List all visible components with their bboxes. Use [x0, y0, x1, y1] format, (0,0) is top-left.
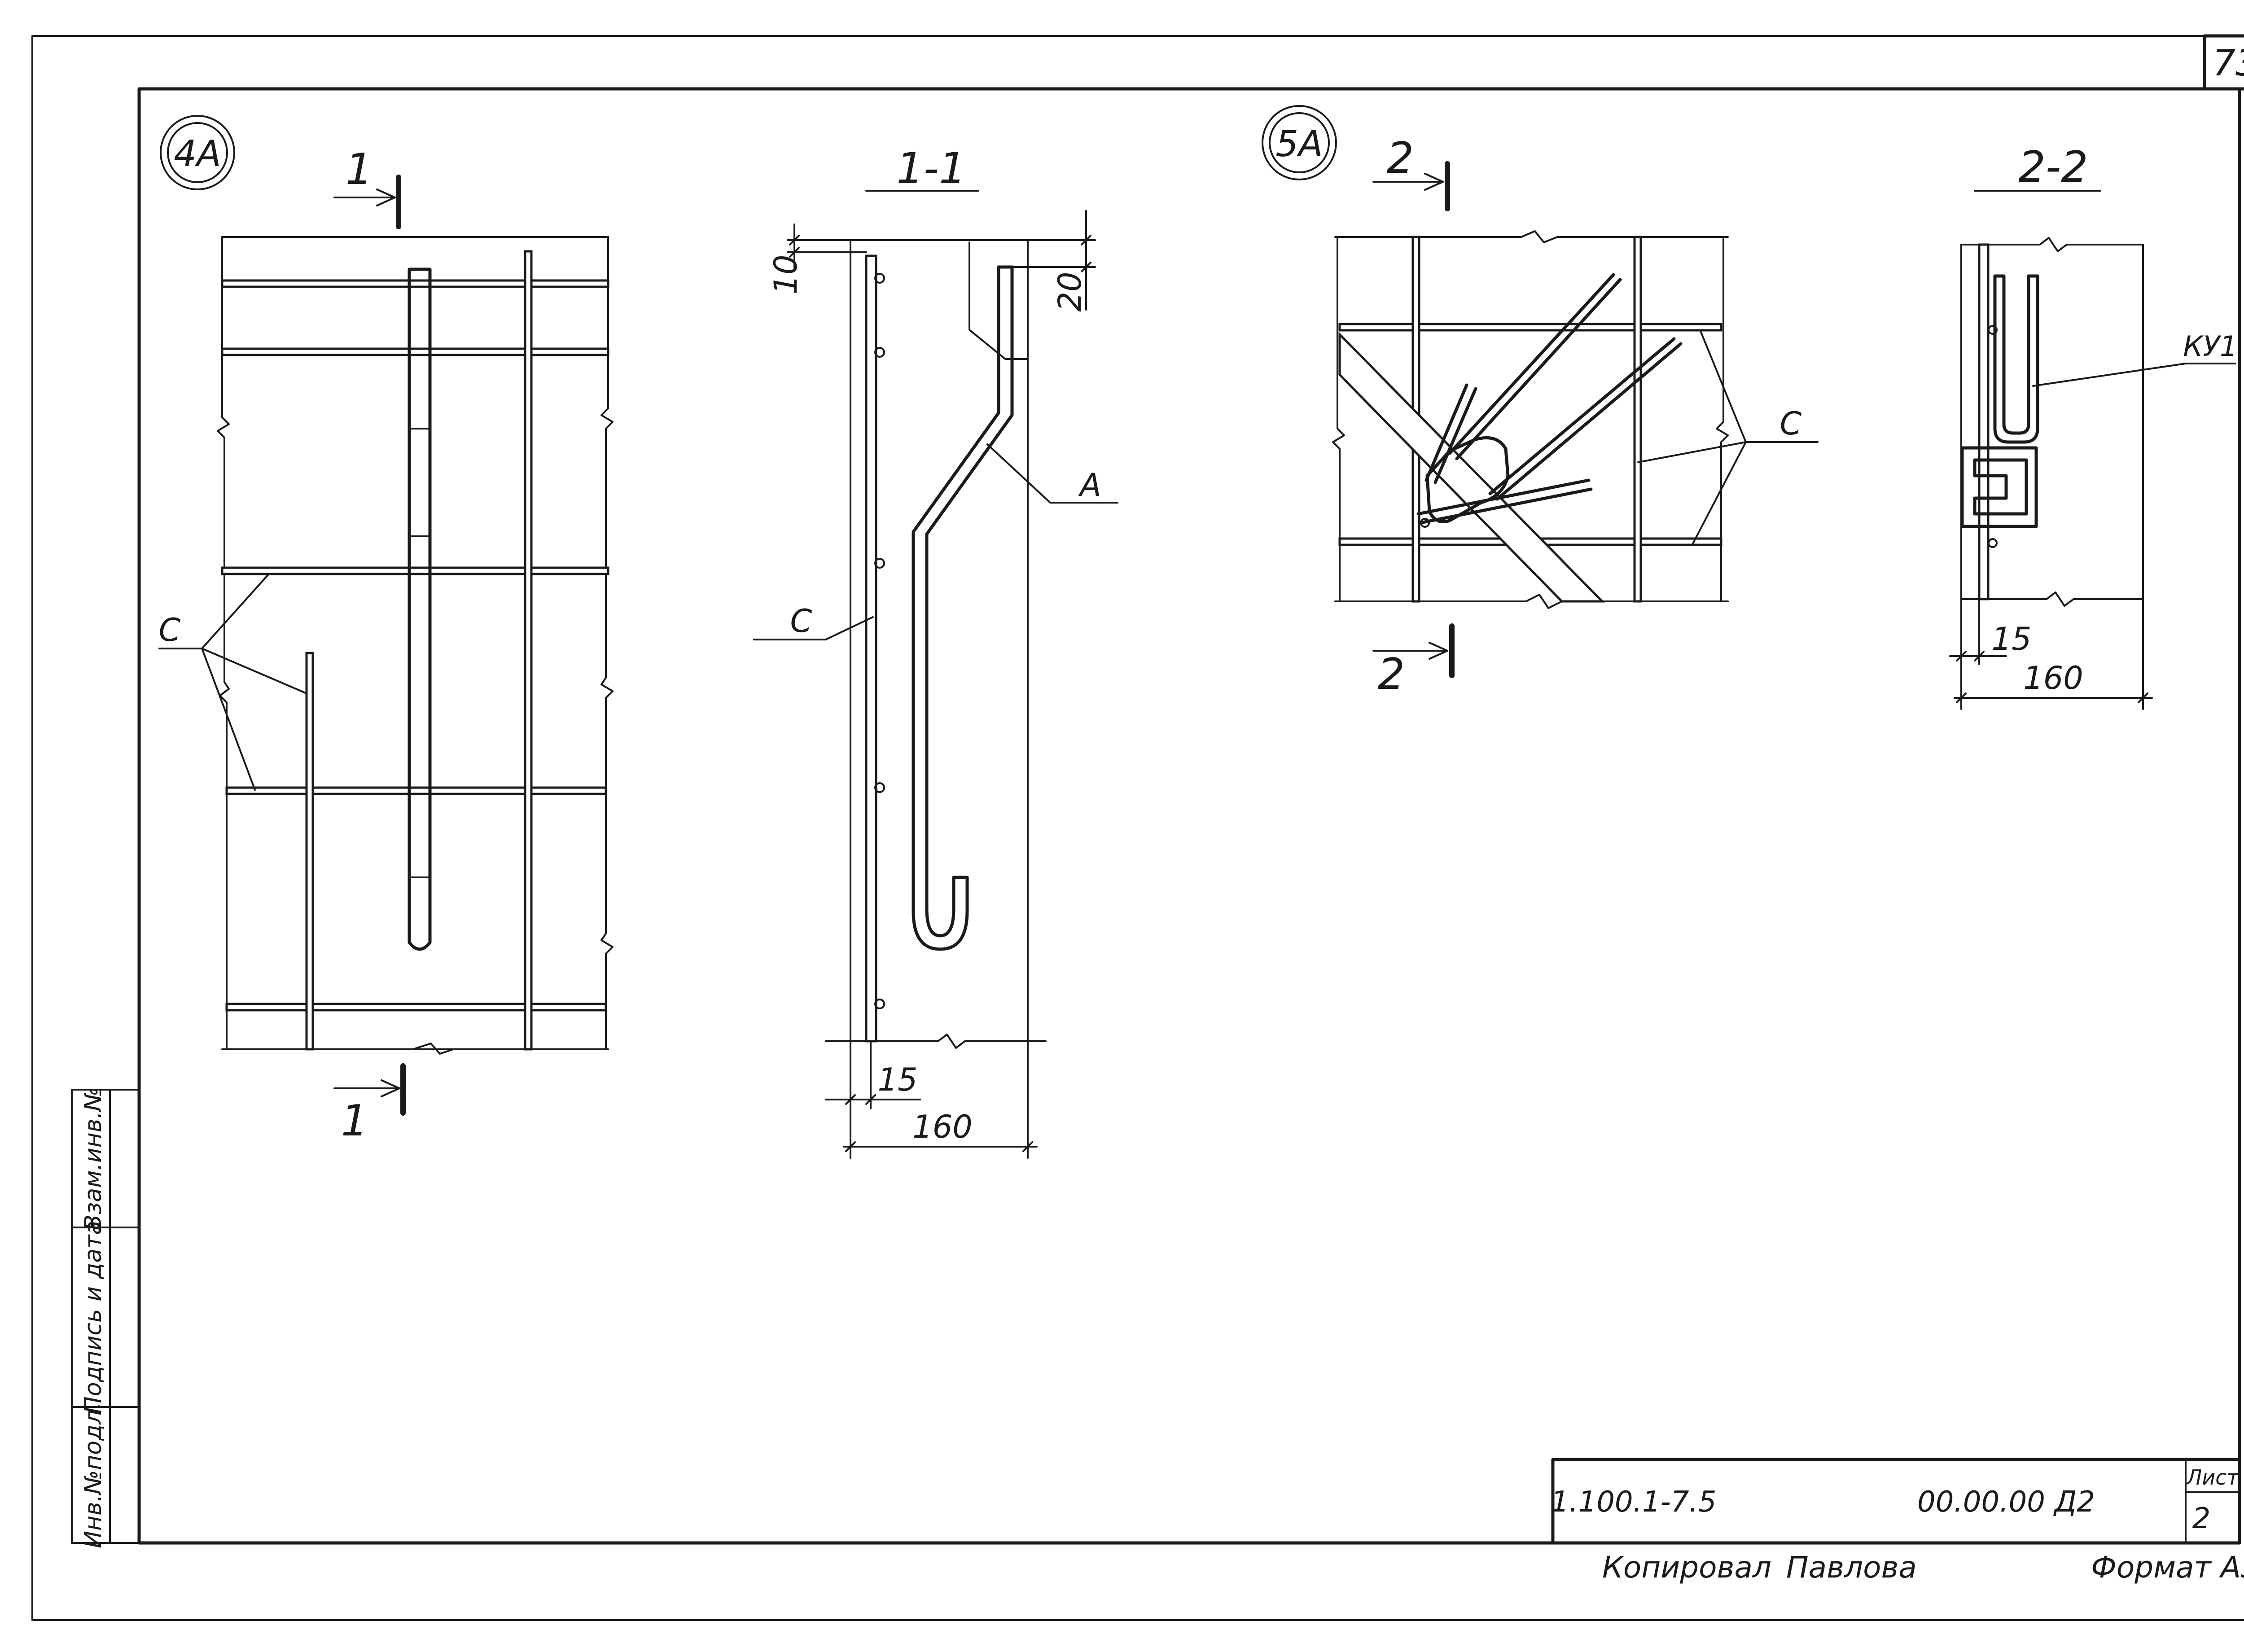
- detail-5a: 5A: [1262, 105, 1819, 699]
- dim-160-2-2: 160: [1954, 598, 2153, 710]
- stamp-signature-date: Подпись и дата: [80, 1221, 107, 1414]
- detail-4a: 4A С: [158, 115, 614, 1146]
- footer: Копировал Павлова Формат А3: [1602, 1550, 2244, 1585]
- svg-text:20: 20: [1052, 272, 1088, 311]
- format-label: Формат А3: [2091, 1550, 2244, 1585]
- callout-c-5a: С: [1637, 331, 1819, 546]
- sheet-number-box: 73: [2203, 34, 2244, 91]
- dim-10: 10: [767, 223, 867, 295]
- channel-embed: [1960, 446, 2038, 528]
- section-2-2-title: 2-2: [2018, 143, 2088, 192]
- sheet-value: 2: [2192, 1502, 2211, 1535]
- sheet-label: Лист: [2186, 1465, 2240, 1490]
- doc-code: 1.100.1-7.5: [1551, 1485, 1716, 1519]
- svg-text:С: С: [159, 612, 181, 649]
- side-stamp: Взам.инв.№ Подпись и дата Инв.№подл.: [71, 1087, 140, 1548]
- callout-a: А: [986, 443, 1118, 504]
- dim-15-2-2: 15: [1949, 598, 2032, 710]
- detail-5a-marker: 5A: [1262, 105, 1337, 180]
- hook-bar-4a: [408, 267, 432, 951]
- section-1-1-title: 1-1: [896, 144, 966, 193]
- dim-15: 15: [825, 1040, 921, 1159]
- svg-text:1: 1: [341, 1096, 368, 1146]
- section-1-1: 1-1 А С: [753, 144, 1118, 1159]
- anchor-hook-a: [912, 265, 1014, 951]
- svg-text:С: С: [1780, 405, 1802, 442]
- cut-marker-1-bottom: 1: [333, 1063, 406, 1146]
- dim-20: 20: [1011, 210, 1096, 312]
- svg-text:15: 15: [877, 1061, 917, 1098]
- section-2-2: 2-2 КУ1: [1949, 143, 2238, 710]
- inner-frame: [137, 87, 2241, 1545]
- detail-4a-marker: 4A: [160, 115, 235, 190]
- anchor-loop-5a: [1416, 273, 1683, 528]
- title-block: 1.100.1-7.5 00.00.00 Д2 Лист 2: [1551, 1458, 2241, 1545]
- drawing-code: 00.00.00 Д2: [1917, 1485, 2095, 1519]
- copied-label: Копировал: [1602, 1550, 1771, 1585]
- svg-text:КУ1: КУ1: [2183, 330, 2237, 363]
- cut-marker-2-bottom: 2: [1372, 623, 1455, 699]
- copied-name: Павлова: [1786, 1550, 1917, 1585]
- callout-ku1: КУ1: [2032, 330, 2238, 387]
- cut-marker-2-top: 2: [1372, 134, 1450, 211]
- svg-text:1: 1: [346, 145, 373, 194]
- callout-c-1-1: С: [753, 603, 874, 640]
- svg-text:4A: 4A: [174, 133, 221, 175]
- ku1-u-bar: [1993, 274, 2039, 444]
- mesh-4a-bars: [221, 250, 609, 1051]
- sheet-number: 73: [2213, 42, 2244, 84]
- stamp-inv-original: Инв.№подл.: [80, 1402, 107, 1548]
- cut-marker-1-top: 1: [333, 145, 401, 229]
- dim-160: 160: [843, 1040, 1038, 1159]
- svg-text:160: 160: [912, 1109, 973, 1145]
- callout-c-4a: С: [158, 574, 307, 791]
- svg-text:160: 160: [2023, 660, 2083, 697]
- svg-text:А: А: [1078, 467, 1101, 504]
- svg-text:2: 2: [1387, 134, 1414, 183]
- svg-text:5A: 5A: [1275, 123, 1323, 165]
- mesh-5a-bars: [1338, 236, 1722, 603]
- svg-text:15: 15: [1991, 621, 2031, 657]
- svg-text:С: С: [790, 603, 812, 640]
- outer-frame: [31, 35, 2244, 1621]
- stamp-replace-inv: Взам.инв.№: [80, 1087, 107, 1231]
- svg-text:2: 2: [1378, 650, 1405, 699]
- svg-text:10: 10: [767, 254, 804, 294]
